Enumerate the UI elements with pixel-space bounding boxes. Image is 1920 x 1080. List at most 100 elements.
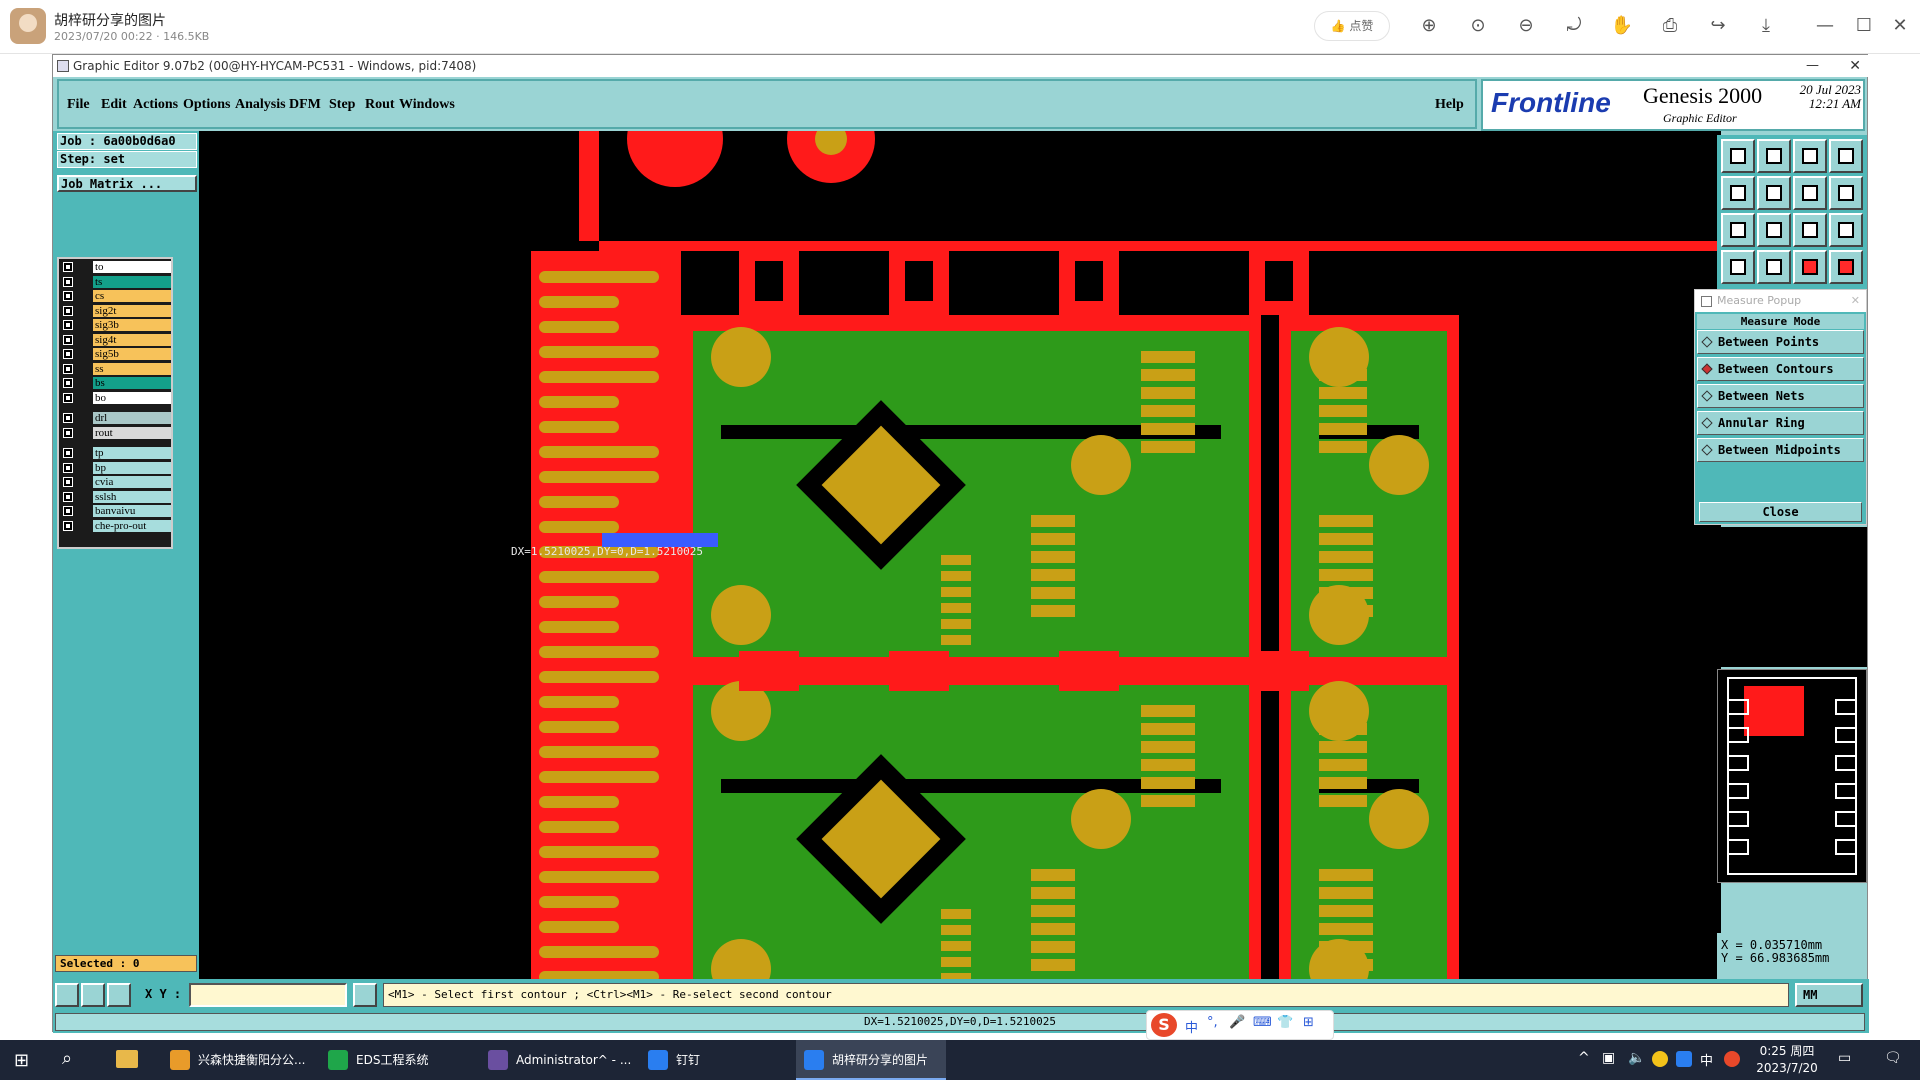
- minimize-icon[interactable]: —: [1816, 15, 1834, 36]
- menu-rout[interactable]: Rout: [365, 97, 395, 112]
- menu-step[interactable]: Step: [329, 97, 356, 112]
- layer-checkbox[interactable]: [63, 291, 73, 301]
- clock[interactable]: 0:25 周四 2023/7/20: [1752, 1043, 1822, 1077]
- taskbar-item[interactable]: 胡梓研分享的图片: [796, 1040, 946, 1080]
- layer-row-sig3b[interactable]: sig3b: [61, 319, 171, 332]
- layer-row-cvia[interactable]: cvia: [61, 476, 171, 489]
- share-icon[interactable]: ↪: [1710, 15, 1726, 36]
- like-button[interactable]: 👍 点赞: [1314, 11, 1390, 41]
- pan-right-icon[interactable]: [1757, 176, 1791, 210]
- layer-row-sig4t[interactable]: sig4t: [61, 333, 171, 347]
- zoom-in-icon[interactable]: ⊕: [1421, 15, 1437, 36]
- zoom-out-icon[interactable]: ⊖: [1518, 15, 1534, 36]
- layer-checkbox[interactable]: [63, 427, 73, 438]
- layer-row-banvaivu[interactable]: banvaivu: [61, 505, 171, 518]
- maximize-icon[interactable]: ☐: [1855, 15, 1873, 36]
- tray-chevron-icon[interactable]: ^: [1578, 1050, 1590, 1066]
- net-a-icon[interactable]: [1793, 250, 1827, 284]
- tray-sogou-icon[interactable]: [1724, 1051, 1740, 1067]
- close-icon[interactable]: ✕: [1892, 15, 1908, 36]
- measure-option-between-contours[interactable]: Between Contours: [1697, 357, 1864, 381]
- layer-row-ts[interactable]: ts: [61, 275, 171, 289]
- zoom-area-icon[interactable]: [1757, 213, 1791, 247]
- menu-actions[interactable]: Actions: [133, 97, 179, 112]
- pan-left-icon[interactable]: [1721, 176, 1755, 210]
- taskbar-item[interactable]: EDS工程系统: [320, 1040, 470, 1080]
- xy-input[interactable]: [189, 983, 347, 1007]
- ime-toolbar[interactable]: S 中 °, 🎤 ⌨ 👕 ⊞: [1146, 1010, 1334, 1040]
- notification-icon[interactable]: 🗨: [1884, 1050, 1902, 1066]
- download-icon[interactable]: ⤓: [1762, 15, 1770, 36]
- win-min-icon[interactable]: —: [1806, 58, 1819, 73]
- layer-checkbox[interactable]: [63, 320, 73, 330]
- home-icon[interactable]: [1793, 139, 1827, 173]
- layer-row-sig5b[interactable]: sig5b: [61, 348, 171, 361]
- grid-icon[interactable]: [1757, 250, 1791, 284]
- layer-checkbox[interactable]: [63, 448, 73, 458]
- layer-row-che-pro-out[interactable]: che-pro-out: [61, 519, 171, 533]
- tray-app-icon[interactable]: [1652, 1051, 1668, 1067]
- layer-checkbox[interactable]: [63, 520, 73, 531]
- menu-analysis[interactable]: Analysis: [235, 97, 286, 112]
- layer-checkbox[interactable]: [63, 506, 73, 516]
- feature-icon[interactable]: [1721, 250, 1755, 284]
- layer-checkbox[interactable]: [63, 392, 73, 403]
- mic-icon[interactable]: 🎤: [1229, 1015, 1246, 1030]
- layer-down-icon[interactable]: [1757, 139, 1791, 173]
- layer-checkbox[interactable]: [63, 363, 73, 374]
- skin-icon[interactable]: 👕: [1277, 1015, 1294, 1030]
- menu-windows[interactable]: Windows: [399, 97, 455, 112]
- layer-row-bs[interactable]: bs: [61, 377, 171, 390]
- zoom-window-icon[interactable]: [1793, 176, 1827, 210]
- measure-close-button[interactable]: Close: [1699, 502, 1862, 522]
- measure-tool-icon[interactable]: [81, 983, 105, 1007]
- tray-dingtalk-icon[interactable]: [1676, 1051, 1692, 1067]
- punct-icon[interactable]: °,: [1207, 1015, 1218, 1030]
- taskbar-item[interactable]: 兴森快捷衡阳分公...: [162, 1040, 312, 1080]
- keyboard-icon[interactable]: ⌨: [1253, 1015, 1272, 1030]
- apps-icon[interactable]: ⊞: [1303, 1015, 1314, 1030]
- net-b-icon[interactable]: [1829, 250, 1863, 284]
- windows-start-icon[interactable]: ⊞: [14, 1050, 30, 1071]
- layer-checkbox[interactable]: [63, 262, 73, 272]
- layer-row-to[interactable]: to: [61, 261, 171, 274]
- measure-option-between-points[interactable]: Between Points: [1697, 330, 1864, 354]
- layer-row-tp[interactable]: tp: [61, 447, 171, 460]
- layer-row-cs[interactable]: cs: [61, 290, 171, 303]
- rotate-icon[interactable]: ⤾: [1566, 15, 1582, 36]
- file-explorer-icon[interactable]: [116, 1050, 138, 1068]
- taskbar-item[interactable]: Administrator^ - ...: [480, 1040, 631, 1080]
- tray-ime-lang[interactable]: 中: [1700, 1054, 1714, 1069]
- cursor-mode-icon[interactable]: [353, 983, 377, 1007]
- zoom-fit-icon[interactable]: [1721, 213, 1755, 247]
- layer-row-rout[interactable]: rout: [61, 426, 171, 440]
- layer-checkbox[interactable]: [63, 413, 73, 423]
- layer-row-bo[interactable]: bo: [61, 391, 171, 405]
- snap-icon[interactable]: [55, 983, 79, 1007]
- menu-options[interactable]: Options: [183, 97, 231, 112]
- help-icon[interactable]: [1829, 213, 1863, 247]
- graphic-canvas[interactable]: DX=1.5210025,DY=0,D=1.5210025: [199, 131, 1721, 979]
- layer-row-drl[interactable]: drl: [61, 412, 171, 425]
- unit-selector[interactable]: MM: [1795, 983, 1863, 1007]
- grid-icon[interactable]: [107, 983, 131, 1007]
- layer-checkbox[interactable]: [63, 349, 73, 359]
- popup-close-icon[interactable]: ✕: [1850, 294, 1860, 307]
- menu-dfm[interactable]: DFM: [289, 97, 321, 112]
- window-icon[interactable]: [1829, 139, 1863, 173]
- layer-checkbox[interactable]: [63, 462, 73, 473]
- job-matrix-button[interactable]: Job Matrix ...: [57, 175, 197, 192]
- ime-lang[interactable]: 中: [1185, 1021, 1199, 1036]
- layer-up-icon[interactable]: [1721, 139, 1755, 173]
- layer-checkbox[interactable]: [63, 305, 73, 316]
- ratio-icon[interactable]: [1793, 213, 1827, 247]
- taskbar-item[interactable]: 钉钉: [640, 1040, 790, 1080]
- win-close-icon[interactable]: ✕: [1849, 58, 1861, 74]
- fit-icon[interactable]: ⊙: [1470, 15, 1486, 36]
- tray-volume-icon[interactable]: 🔈: [1628, 1050, 1646, 1066]
- layer-checkbox[interactable]: [63, 378, 73, 388]
- layer-checkbox[interactable]: [63, 477, 73, 487]
- minimap[interactable]: [1717, 669, 1867, 883]
- tray-network-icon[interactable]: ▣: [1602, 1050, 1616, 1066]
- layer-checkbox[interactable]: [63, 276, 73, 287]
